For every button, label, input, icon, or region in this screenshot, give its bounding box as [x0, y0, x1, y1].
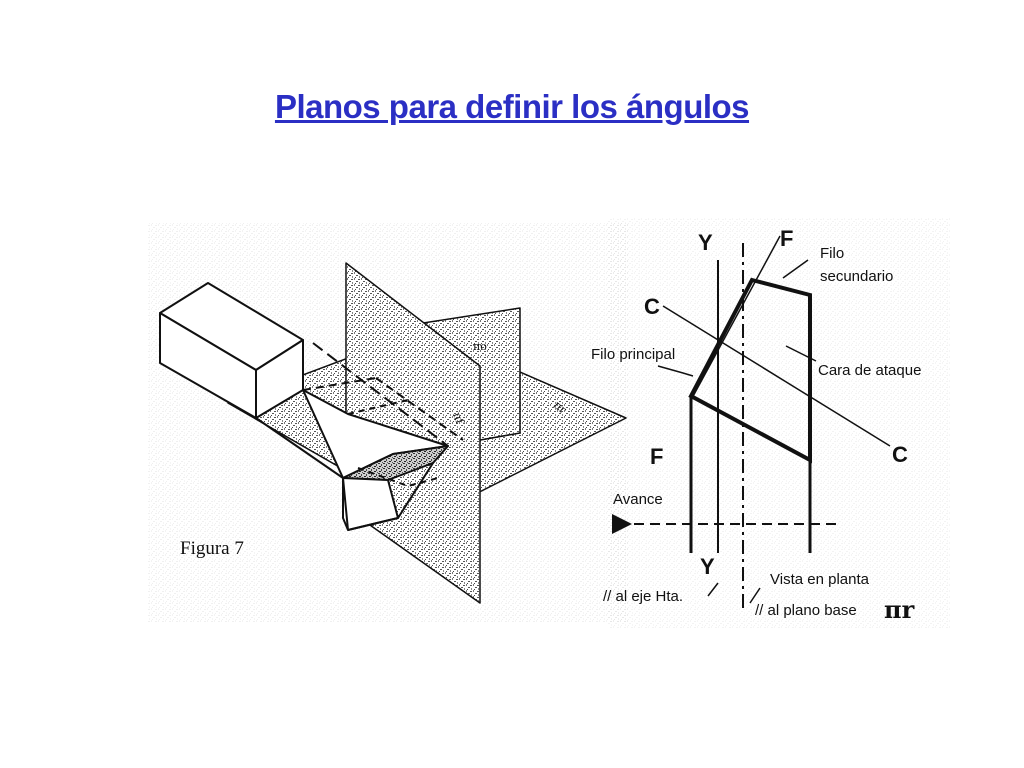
tool-body-bottom — [347, 462, 434, 531]
dashed-line-1 — [312, 342, 449, 447]
pi-r-plane-label: πr — [884, 595, 915, 624]
leader-filo-principal — [657, 365, 694, 377]
filo-secundario-label-1: Filo — [820, 245, 844, 262]
right-figure — [612, 235, 891, 613]
cara-de-ataque-label: Cara de ataque — [818, 362, 921, 379]
filo-principal-label: Filo principal — [591, 346, 675, 363]
figure-caption: Figura 7 — [180, 538, 244, 559]
label-pi-o: πo — [473, 340, 487, 353]
axis-y-top-label: Y — [698, 230, 713, 255]
left-figure — [159, 262, 627, 604]
leader-plano-base — [749, 587, 761, 604]
leader-filo-secundario — [782, 259, 809, 279]
axis-y-bottom-label: Y — [700, 554, 715, 579]
avance-label: Avance — [613, 491, 663, 508]
tool-body-edge — [255, 417, 349, 531]
leader-cara-de-ataque — [785, 345, 817, 362]
label-pi-f: πf — [450, 411, 466, 427]
line-c-right-label: C — [892, 442, 908, 467]
line-c-left-label: C — [644, 294, 660, 319]
filo-secundario-label-2: secundario — [820, 268, 893, 285]
dashed-line-3 — [375, 377, 464, 441]
page-title: Planos para definir los ángulos — [274, 88, 750, 125]
figure-drawing: πo πf πr Figura 7 Y Y F F C C Filo secun… — [148, 218, 950, 628]
figure-panel: πo πf πr Figura 7 Y Y F F C C Filo secun… — [148, 218, 950, 628]
line-c — [662, 305, 891, 447]
leader-eje-hta — [707, 582, 719, 597]
vista-en-planta-label: Vista en planta — [770, 571, 870, 588]
line-f-top-label: F — [780, 226, 793, 251]
line-f — [690, 235, 781, 401]
plano-base-label: // al plano base — [755, 602, 857, 619]
line-f-bottom-label: F — [650, 444, 663, 469]
eje-hta-label: // al eje Hta. — [603, 588, 683, 605]
